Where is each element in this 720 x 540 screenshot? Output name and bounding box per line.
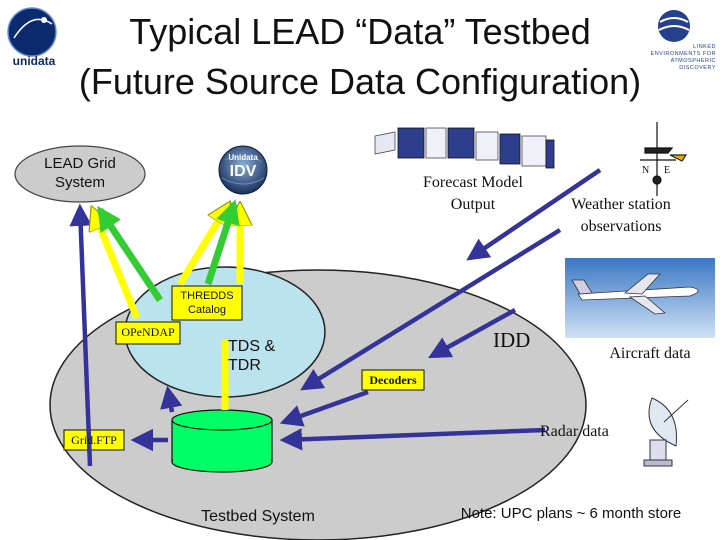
- navy-arrows: [69, 168, 602, 467]
- arrow-weather-to-tds: [300, 228, 562, 391]
- aircraft-icon: [565, 258, 715, 338]
- lead-grid-ellipse: [14, 145, 146, 203]
- arrow-forecast-to-idd: [466, 168, 602, 261]
- radar-label: Radar data: [540, 423, 609, 440]
- decoders-label: Decoders: [369, 373, 417, 387]
- svg-text:N: N: [642, 165, 649, 176]
- testbed-database-icon: [171, 409, 273, 473]
- opendap-label: OPeNDAP: [121, 325, 175, 339]
- idv-main-label: IDV: [229, 163, 257, 180]
- arrow-idd-to-decoders: [428, 308, 517, 359]
- lead-logo: [658, 10, 690, 42]
- note-text: Note: UPC plans ~ 6 month store: [460, 505, 682, 522]
- aircraft-label: Aircraft data: [609, 345, 691, 362]
- idd-label: IDD: [493, 328, 531, 352]
- testbed-label: Testbed System: [201, 508, 315, 525]
- tds-label: TDS & TDR: [228, 338, 276, 374]
- arrow-decoders-to-testbed: [279, 389, 369, 427]
- page-title-line1: Typical LEAD “Data” Testbed: [129, 11, 591, 52]
- thredds-label: THREDDS Catalog: [180, 290, 234, 316]
- arrow-thredds-to-idv-green: [204, 199, 240, 286]
- green-arrows: [97, 199, 240, 302]
- page-title-line2: (Future Source Data Configuration): [78, 61, 642, 102]
- arrow-radar-to-testbed: [279, 427, 546, 451]
- arrow-testbed-to-opendap: [160, 385, 183, 413]
- radar-dish-icon: [643, 397, 689, 467]
- lead-grid-label: LEAD Grid System: [44, 155, 116, 191]
- thredds-box: [171, 285, 243, 321]
- idv-globe-icon: [218, 145, 268, 195]
- forecast-label: Forecast Model Output: [423, 174, 523, 213]
- supercomputer-icon: [374, 127, 555, 169]
- arrow-testbed-to-leadgrid: [69, 203, 93, 467]
- unidata-logo-text: unidata: [12, 54, 56, 68]
- arrow-opendap-to-leadgrid-green: [97, 205, 163, 302]
- weather-label: Weather station observations: [571, 196, 671, 235]
- weather-vane-icon: N E: [640, 122, 688, 196]
- unidata-logo: [7, 7, 57, 57]
- lead-logo-text: LINKED ENVIRONMENTS FOR ATMOSPHERIC DISC…: [650, 44, 716, 71]
- gridftp-label: Grid.FTP: [71, 433, 117, 447]
- decoders-box: [361, 369, 425, 391]
- idv-top-label: Unidata: [228, 153, 258, 162]
- svg-text:E: E: [664, 165, 670, 176]
- opendap-box: [115, 321, 181, 345]
- gridftp-box: [63, 429, 125, 451]
